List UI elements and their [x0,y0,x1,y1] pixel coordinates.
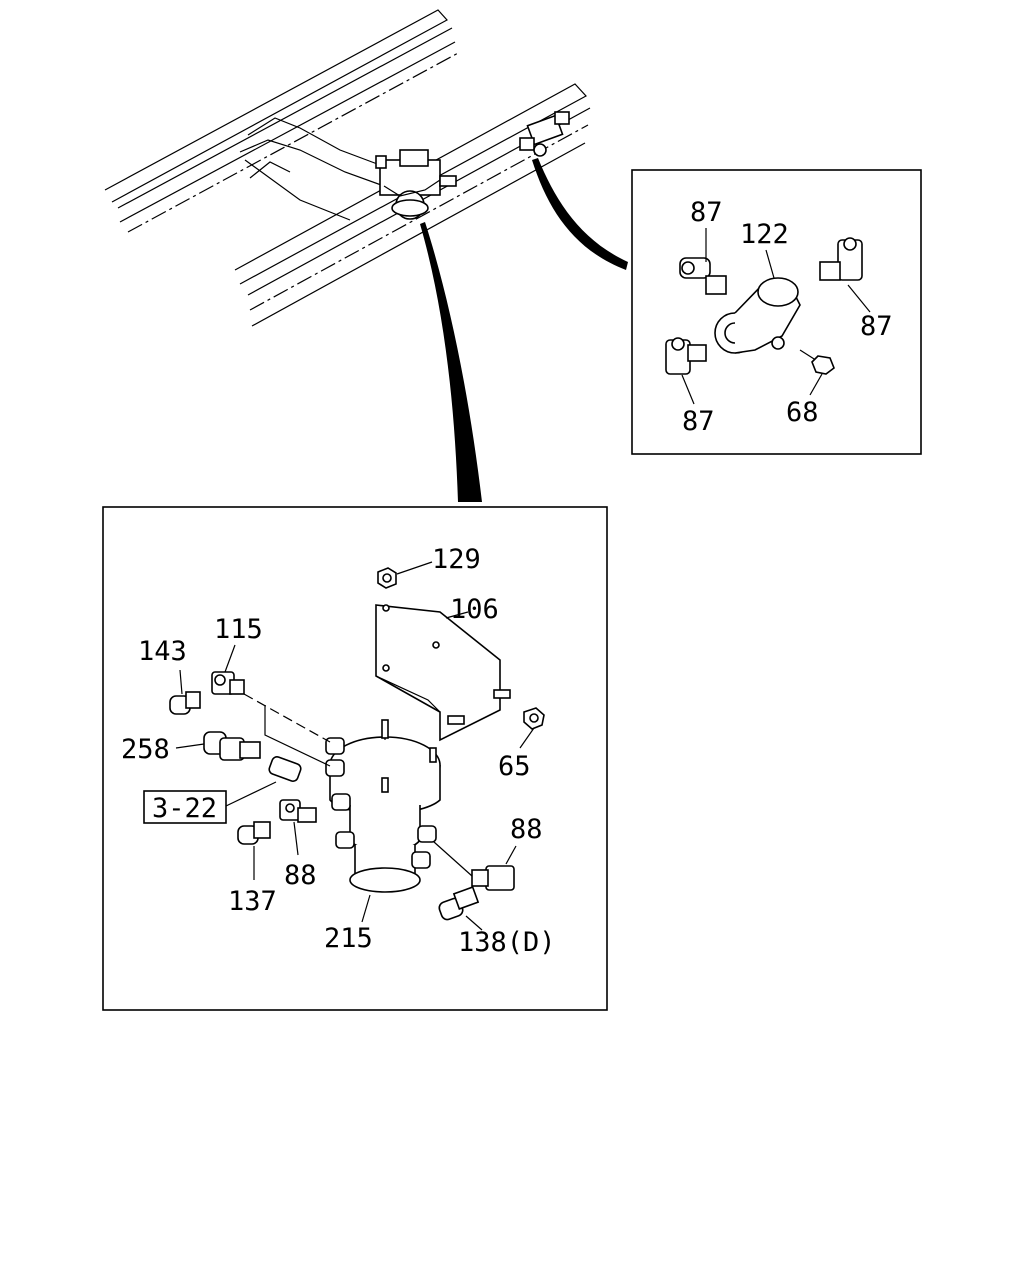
detail-main-parts [169,561,545,931]
label-106: 106 [450,594,499,625]
label-115: 115 [214,614,263,645]
label-137: 137 [228,886,277,917]
quick-release-valve-on-frame [519,111,570,157]
label-143: 143 [138,636,187,667]
label-87-bottom-left: 87 [682,406,715,437]
reference-box [143,790,227,824]
detail-box-main [102,506,608,1011]
detail-box-top [631,169,922,455]
label-258: 258 [121,734,170,765]
label-ref-3-22: 3-22 [152,793,217,824]
label-88-right: 88 [510,814,543,845]
label-68: 68 [786,397,819,428]
label-87-top-left: 87 [690,197,723,228]
label-215: 215 [324,923,373,954]
label-65: 65 [498,751,531,782]
detail-top-parts [665,228,871,405]
label-88-left: 88 [284,860,317,891]
label-129: 129 [432,544,481,575]
label-87-right: 87 [860,311,893,342]
relay-valve-on-frame [375,149,457,220]
label-122: 122 [740,219,789,250]
leader-to-detail-main [420,222,482,502]
leader-to-detail-top [532,158,628,270]
label-138d: 138(D) [458,927,556,958]
chassis-frame [104,9,591,327]
